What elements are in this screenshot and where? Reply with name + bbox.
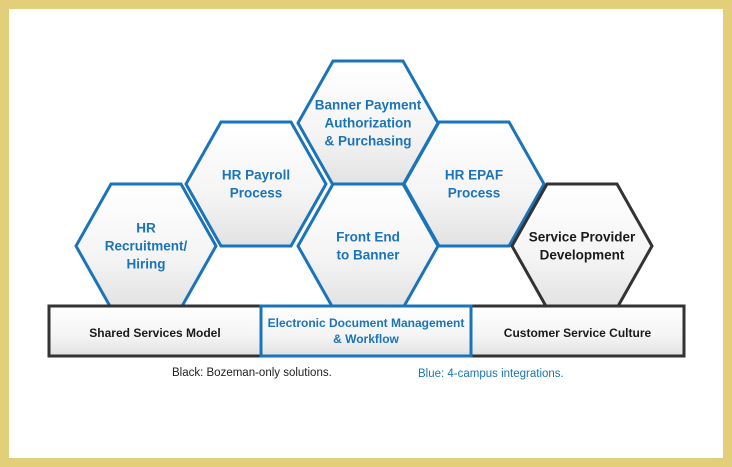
bar-shared-services: Shared Services Model bbox=[47, 304, 263, 358]
bar-edm-workflow-label-line-2: & Workflow bbox=[333, 332, 399, 346]
legend-blue-note: Blue: 4-campus integrations. bbox=[418, 368, 564, 380]
legend-black-note: Black: Bozeman-only solutions. bbox=[172, 367, 332, 379]
bar-shape-edm-workflow bbox=[259, 304, 473, 358]
hexagon-hr-recruitment-label-line-3: Hiring bbox=[127, 257, 166, 272]
hexagon-hr-epaf-label-line-1: HR EPAF bbox=[445, 168, 503, 183]
hexagon-front-end: Front End to Banner bbox=[296, 182, 440, 310]
hexagon-shape-hr-payroll bbox=[184, 120, 328, 248]
hexagon-banner-payment-label-line-2: Authorization bbox=[325, 116, 412, 131]
hexagon-front-end-label-line-2: to Banner bbox=[336, 248, 400, 263]
bar-shape-shared-services bbox=[47, 304, 263, 358]
hexagon-hr-epaf: HR EPAF Process bbox=[402, 120, 546, 248]
hexagon-hr-recruitment-label-line-1: HR bbox=[136, 221, 156, 236]
hexagon-hr-payroll-label-line-2: Process bbox=[230, 186, 283, 201]
bar-shared-services-label-line-1: Shared Services Model bbox=[89, 326, 220, 340]
bar-edm-workflow: Electronic Document Management & Workflow bbox=[259, 304, 473, 358]
hexagon-banner-payment-label-line-3: & Purchasing bbox=[324, 134, 411, 149]
hexagon-hr-recruitment: HR Recruitment/Hiring bbox=[74, 182, 218, 310]
hexagon-hr-epaf-label-line-2: Process bbox=[448, 186, 501, 201]
hexagon-hr-payroll-label-line-1: HR Payroll bbox=[222, 168, 290, 183]
hexagon-service-provider-label-line-2: Development bbox=[540, 248, 625, 263]
bar-shape-customer-service bbox=[469, 304, 686, 358]
bar-edm-workflow-label-line-1: Electronic Document Management bbox=[268, 316, 465, 330]
bar-customer-service-label-line-1: Customer Service Culture bbox=[504, 326, 652, 340]
hexagon-banner-payment-label-line-1: Banner Payment bbox=[315, 98, 422, 113]
hexagon-hr-recruitment-label-line-2: Recruitment/ bbox=[105, 239, 188, 254]
bar-customer-service: Customer Service Culture bbox=[469, 304, 686, 358]
hexagon-service-provider-label-line-1: Service Provider bbox=[529, 230, 636, 245]
hexagon-shape-hr-epaf bbox=[402, 120, 546, 248]
hexagon-front-end-label-line-1: Front End bbox=[336, 230, 400, 245]
